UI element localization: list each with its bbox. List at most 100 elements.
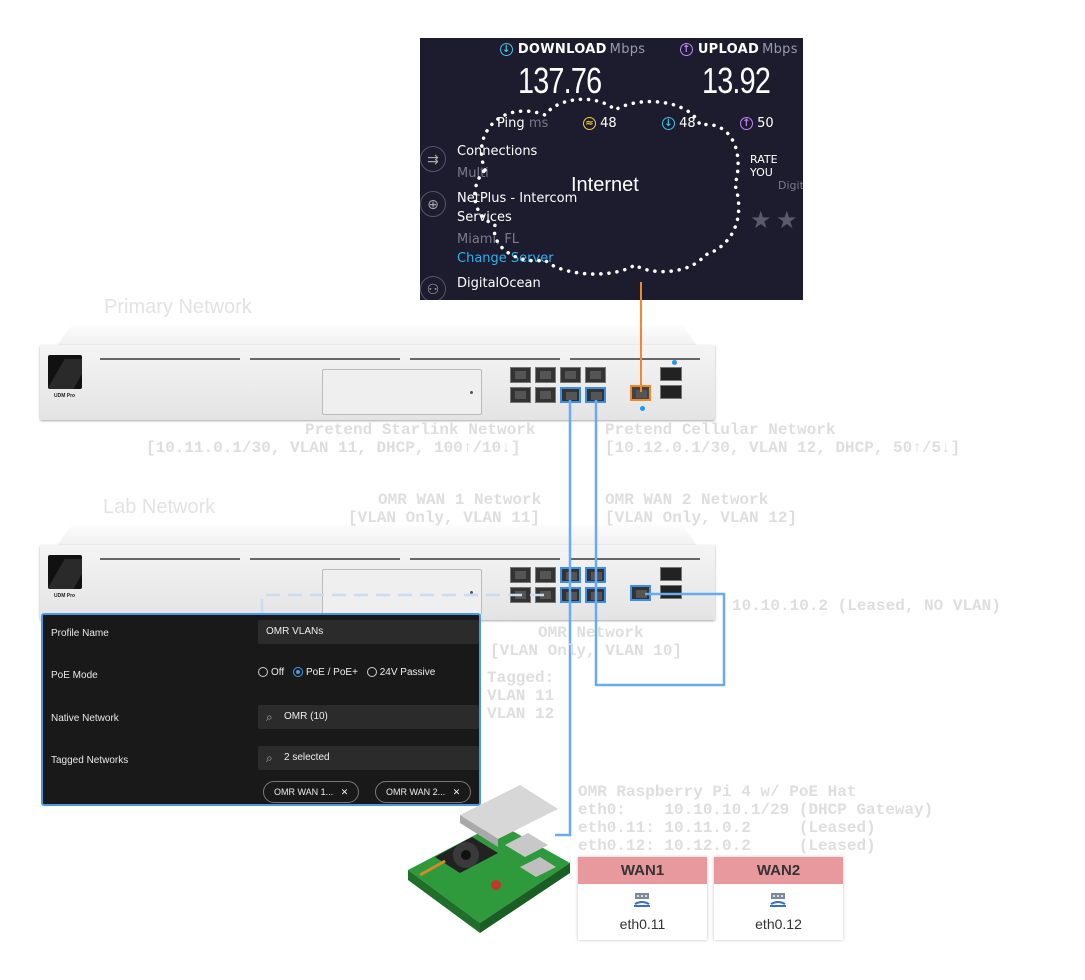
search-icon: ⌕: [266, 710, 273, 724]
profile-name-input[interactable]: OMR VLANs: [258, 620, 479, 644]
lan-port-1[interactable]: [510, 367, 531, 383]
port-profile-panel: Profile Name OMR VLANs PoE Mode Off PoE …: [41, 613, 481, 806]
pi-title: OMR Raspberry Pi 4 w/ PoE Hat: [578, 783, 857, 801]
poe-option-24v[interactable]: 24V Passive: [366, 667, 436, 678]
sfp-port-1[interactable]: [660, 567, 682, 581]
ping-unit: ms: [528, 116, 549, 131]
sfp-port-2[interactable]: [660, 585, 682, 599]
radio-24v-icon: [366, 667, 377, 678]
network-interface-icon: [770, 893, 786, 907]
download-ping-icon: ↓: [662, 117, 675, 130]
switch-vent: [100, 558, 240, 560]
primary-switch: UDM Pro: [40, 345, 715, 420]
poe-option-off[interactable]: Off: [258, 667, 284, 678]
internet-cloud-outline: [473, 97, 741, 276]
cellular-detail: [10.12.0.1/30, VLAN 12, DHCP, 50↑/5↓]: [605, 439, 961, 457]
poe-option-poe[interactable]: PoE / PoE+: [292, 667, 358, 678]
idle-ping-icon: ≈: [583, 117, 596, 130]
omr-network-title: OMR Network: [538, 624, 644, 642]
ping-upload: ↑ 50: [740, 116, 774, 131]
wan1-device: eth0.11: [619, 916, 666, 932]
primary-network-label: Primary Network: [104, 296, 252, 318]
omr-wan2-detail: [VLAN Only, VLAN 12]: [605, 509, 798, 527]
ping-label: Ping: [497, 116, 525, 131]
network-interface-icon: [634, 893, 650, 907]
upload-label: UPLOAD: [697, 42, 760, 57]
pi-link-line: [555, 600, 572, 837]
poe-option-24v-label: 24V Passive: [379, 667, 436, 678]
chip-label: OMR WAN 1...: [274, 787, 334, 797]
switch-vent: [100, 358, 240, 360]
omr-network-loop: [594, 592, 726, 687]
wan-port[interactable]: [630, 585, 651, 601]
omr-wan1-title: OMR WAN 1 Network: [378, 491, 542, 509]
tagged-networks-select[interactable]: ⌕ 2 selected: [258, 746, 479, 770]
udm-logo: [48, 555, 82, 589]
wan2-header: WAN2: [714, 857, 843, 884]
download-unit: Mbps: [609, 42, 646, 57]
ping-up-value: 50: [757, 116, 774, 131]
sfp-port-1[interactable]: [660, 367, 682, 381]
internet-cloud-label: Internet: [571, 174, 639, 196]
tagged-chip-wan2[interactable]: OMR WAN 2... ✕: [375, 781, 472, 803]
pi-eth0-12: eth0.12: 10.12.0.2 (Leased): [578, 837, 876, 855]
switch-vent: [250, 358, 400, 360]
omr-wan2-title: OMR WAN 2 Network: [605, 491, 769, 509]
omr-wan1-detail: [VLAN Only, VLAN 11]: [348, 509, 541, 527]
device-model-label: UDM Pro: [54, 593, 76, 599]
radio-off-icon: [258, 667, 268, 678]
leased-ip-label: 10.10.10.2 (Leased, NO VLAN): [732, 597, 1001, 615]
lan-port-3[interactable]: [535, 367, 556, 383]
tagged-networks-value: 2 selected: [284, 752, 330, 763]
close-icon[interactable]: ✕: [340, 787, 349, 797]
lan-port-3[interactable]: [535, 567, 556, 583]
raspberry-pi-image: [408, 785, 570, 933]
star-icon[interactable]: ★: [750, 206, 772, 234]
upload-ping-icon: ↑: [740, 117, 753, 130]
lan-port-4[interactable]: [535, 387, 556, 403]
device-model-label: UDM Pro: [54, 393, 76, 399]
starlink-title: Pretend Starlink Network: [305, 421, 536, 439]
ping-idle: ≈ 48: [583, 116, 617, 131]
close-icon[interactable]: ✕: [452, 787, 461, 797]
upload-icon: ↑: [680, 43, 693, 56]
tagged-networks-label: Tagged Networks: [51, 755, 129, 766]
wan2-interface-card[interactable]: WAN2 eth0.12: [714, 857, 843, 940]
search-icon: ⌕: [266, 751, 273, 765]
lan-port-1[interactable]: [510, 567, 531, 583]
native-network-select[interactable]: ⌕ OMR (10): [258, 705, 479, 729]
ping-down-value: 48: [679, 116, 696, 131]
wan1-header: WAN1: [578, 857, 707, 884]
profile-pointer: [260, 593, 545, 613]
lan-port-7[interactable]: [585, 367, 606, 383]
omr-network-detail: [VLAN Only, VLAN 10]: [490, 642, 683, 660]
rate-label: RATE YOU: [750, 153, 778, 179]
lab-switch: UDM Pro: [40, 545, 715, 620]
lan-port-2[interactable]: [510, 387, 531, 403]
poe-mode-label: PoE Mode: [51, 670, 98, 681]
lan-port-5[interactable]: [560, 367, 581, 383]
rate-sub: Digit: [778, 179, 803, 192]
wan-port[interactable]: [630, 385, 651, 401]
bay-indicator: [470, 391, 473, 394]
switch-vent: [410, 558, 560, 560]
profile-name-label: Profile Name: [51, 628, 109, 639]
star-icon[interactable]: ★: [776, 206, 798, 234]
tagged-chip-wan1[interactable]: OMR WAN 1... ✕: [263, 781, 360, 803]
drive-bay: [322, 369, 482, 415]
lab-network-label: Lab Network: [103, 496, 216, 518]
poe-mode-radio-group: Off PoE / PoE+ 24V Passive: [258, 667, 435, 678]
cellular-title: Pretend Cellular Network: [605, 421, 836, 439]
udm-logo: [48, 355, 82, 389]
change-server-link[interactable]: Change Server: [457, 251, 554, 266]
wan1-interface-card[interactable]: WAN1 eth0.11: [578, 857, 707, 940]
tagged-vlan12: VLAN 12: [487, 705, 555, 723]
tagged-vlan11: VLAN 11: [487, 687, 555, 705]
connections-icon: ⇉: [420, 146, 446, 172]
native-network-value: OMR (10): [284, 711, 328, 722]
sfp-port-2[interactable]: [660, 385, 682, 399]
provider-name: DigitalOcean: [457, 276, 541, 291]
user-icon: ⚇: [420, 276, 446, 300]
